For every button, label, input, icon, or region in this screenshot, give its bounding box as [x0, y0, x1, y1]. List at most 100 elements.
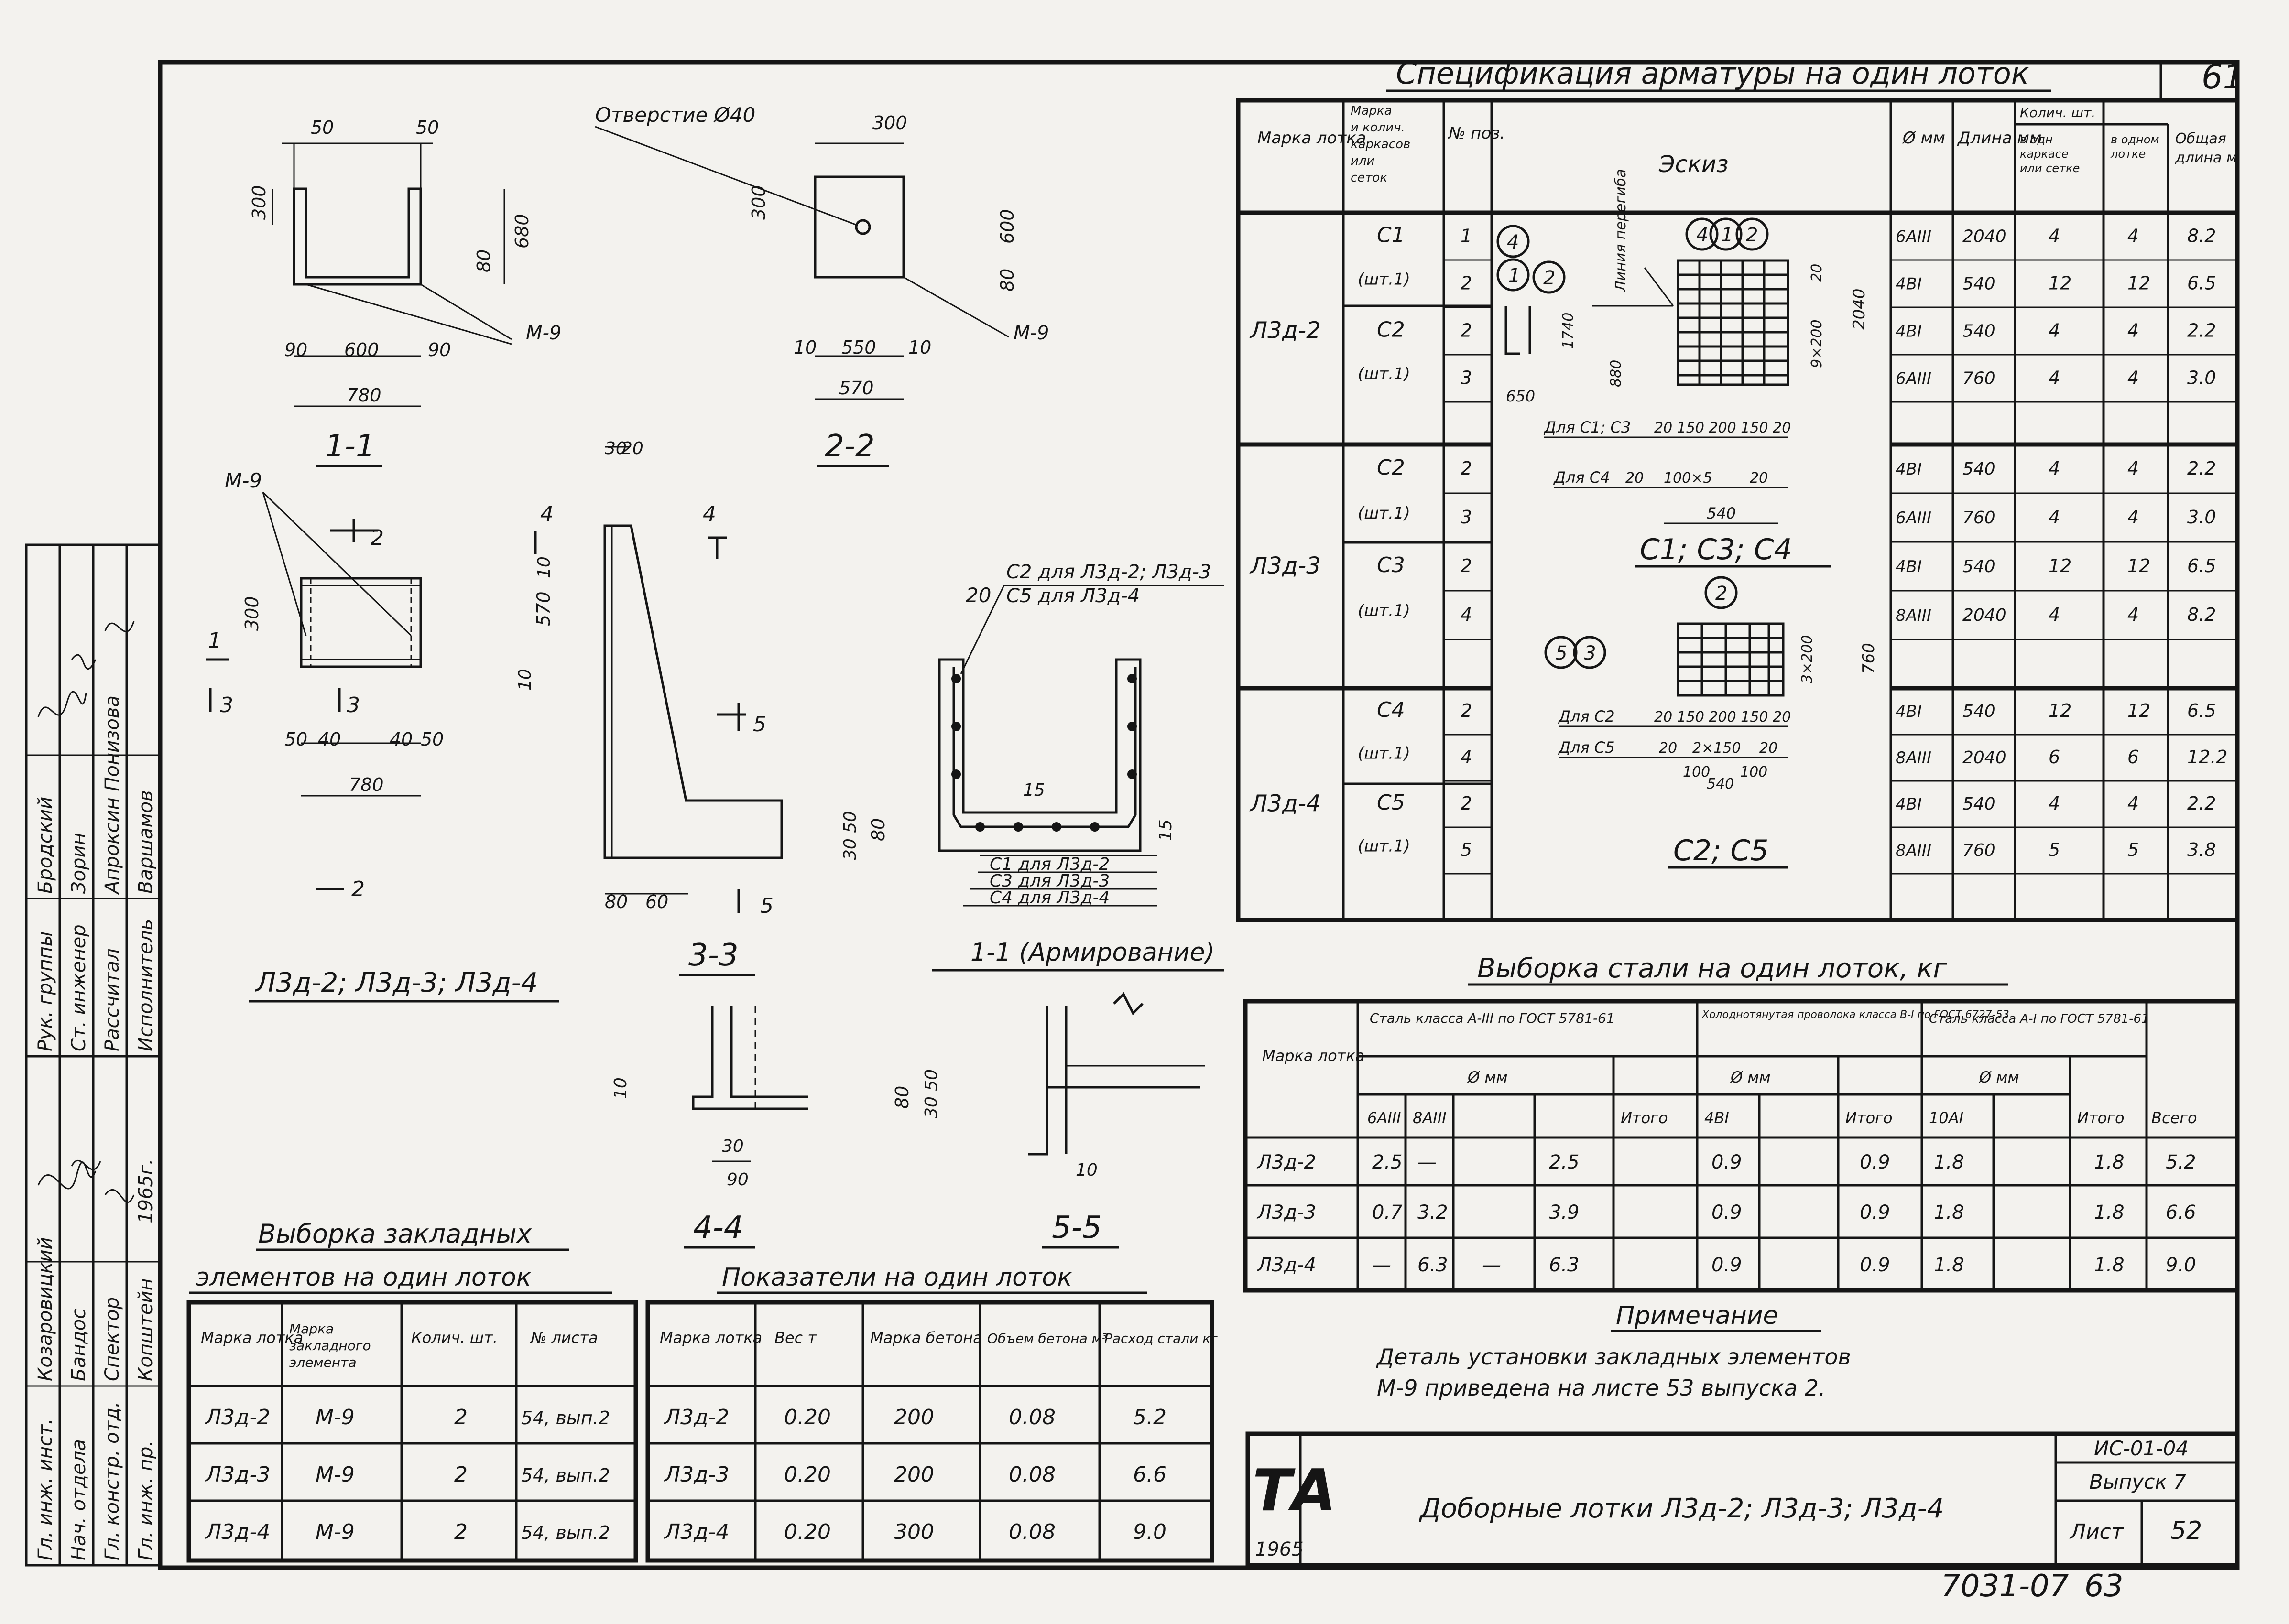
- steel-v6: 0.7: [1372, 1202, 1403, 1223]
- steel-it1: 3.9: [1549, 1202, 1580, 1223]
- spec-pos: 2: [1461, 555, 1472, 576]
- steel-it2: 0.9: [1860, 1254, 1890, 1276]
- ind-steel: 5.2: [1133, 1405, 1166, 1429]
- svg-text:100: 100: [1683, 764, 1710, 780]
- svg-text:300: 300: [249, 185, 270, 220]
- stamp-r2c1: Нач. отдела: [68, 1439, 90, 1560]
- svg-text:и колич.: и колич.: [1351, 120, 1405, 135]
- svg-text:Для С1; С3: Для С1; С3: [1543, 418, 1631, 436]
- section-4-4: 10 30 90 4-4: [611, 1006, 808, 1249]
- svg-text:Линия перегиба: Линия перегиба: [1613, 169, 1629, 292]
- label-5-5: 5-5: [1052, 1210, 1102, 1245]
- spec-len: 760: [1962, 508, 1995, 528]
- svg-text:20 150 200 150 20: 20 150 200 150 20: [1654, 709, 1791, 725]
- svg-text:80: 80: [605, 891, 628, 912]
- svg-text:закладного: закладного: [289, 1338, 371, 1353]
- svg-text:20: 20: [1750, 470, 1768, 487]
- spec-pos: 3: [1461, 507, 1472, 528]
- svg-text:№ поз.: № поз.: [1448, 124, 1505, 143]
- spec-len: 2040: [1962, 227, 2006, 246]
- spec-q1: 4: [2049, 793, 2060, 814]
- svg-text:3: 3: [220, 693, 233, 717]
- svg-text:80: 80: [868, 818, 889, 841]
- svg-text:М-9: М-9: [526, 322, 561, 344]
- svg-text:80: 80: [473, 249, 494, 272]
- spec-len: 540: [1962, 321, 1995, 341]
- svg-text:10: 10: [1076, 1160, 1098, 1180]
- label-1-1: 1-1: [325, 429, 375, 464]
- svg-text:10: 10: [515, 669, 535, 691]
- svg-text:30 50: 30 50: [840, 811, 860, 860]
- emb-mark: Л3д-2: [205, 1405, 270, 1429]
- svg-text:2040: 2040: [1850, 288, 1869, 330]
- spec-q1: 4: [2049, 507, 2060, 528]
- svg-text:600: 600: [997, 209, 1018, 244]
- steel-vx: —: [1482, 1254, 1501, 1276]
- spec-total: 3.0: [2187, 367, 2216, 388]
- svg-text:каркасе: каркасе: [2020, 147, 2069, 161]
- spec-q1: 12: [2049, 555, 2071, 576]
- svg-text:300: 300: [241, 596, 262, 631]
- svg-text:10АI: 10АI: [1929, 1109, 1963, 1127]
- stamp-r3c4: Апроксин Понизова: [101, 695, 123, 895]
- spec-total: 6.5: [2187, 272, 2216, 293]
- svg-text:Марка бетона: Марка бетона: [870, 1329, 982, 1347]
- ind-weight: 0.20: [784, 1405, 831, 1429]
- svg-text:600: 600: [344, 339, 379, 360]
- sketch-c1c3c4: 4 1 2 4 1 2 650 1740 880 Линия перегиба …: [1496, 169, 1869, 568]
- corner-number: 61: [2202, 57, 2244, 97]
- spec-mesh-qty: (шт.1): [1358, 744, 1410, 763]
- svg-text:5: 5: [760, 894, 774, 918]
- stamp-r4c4: Варшамов: [135, 790, 157, 894]
- svg-text:Всего: Всего: [2151, 1109, 2197, 1127]
- svg-text:Колич. шт.: Колич. шт.: [2020, 105, 2095, 120]
- svg-text:550: 550: [841, 337, 876, 358]
- spec-q1: 4: [2049, 367, 2060, 388]
- ind-mark: Л3д-4: [664, 1520, 729, 1544]
- label-2-2: 2-2: [825, 429, 875, 464]
- emb-qty: 2: [454, 1520, 468, 1544]
- spec-dia: 4ВI: [1896, 322, 1922, 341]
- svg-text:9×200: 9×200: [1809, 320, 1825, 368]
- svg-text:780: 780: [349, 774, 384, 795]
- svg-text:30: 30: [722, 1137, 744, 1156]
- svg-text:570: 570: [839, 378, 874, 399]
- svg-text:50: 50: [311, 117, 334, 138]
- svg-text:Холоднотянутая проволока класс: Холоднотянутая проволока класса В-I по Г…: [1701, 1009, 2009, 1021]
- spec-len: 540: [1962, 702, 1995, 721]
- spec-dia: 4ВI: [1896, 557, 1922, 576]
- svg-text:1: 1: [1721, 224, 1733, 246]
- note-line1: Деталь установки закладных элементов: [1376, 1344, 1851, 1370]
- spec-title: Спецификация арматуры на один лоток: [1396, 56, 2029, 91]
- svg-text:4: 4: [540, 502, 554, 526]
- steel-it3: 1.8: [2094, 1151, 2125, 1173]
- svg-text:15: 15: [1023, 780, 1045, 800]
- svg-text:2: 2: [1715, 583, 1727, 605]
- spec-dia: 8АIII: [1896, 841, 1931, 860]
- ind-volume: 0.08: [1009, 1405, 1056, 1429]
- steel-v8: 6.3: [1417, 1254, 1448, 1276]
- emb-sheet: 54, вып.2: [521, 1407, 610, 1429]
- spec-len: 2040: [1962, 606, 2006, 625]
- plan-caption: Л3д-2; Л3д-3; Л3д-4: [255, 967, 538, 998]
- spec-q1: 4: [2049, 225, 2060, 246]
- svg-text:Ø мм: Ø мм: [1467, 1068, 1508, 1086]
- spec-mesh-qty: (шт.1): [1358, 836, 1410, 855]
- spec-total: 12.2: [2187, 747, 2228, 768]
- section-2-2: Отверстие Ø40 300 300 600 80 М-9 10 550 …: [595, 103, 1049, 467]
- svg-text:50: 50: [421, 729, 444, 750]
- spec-dia: 8АIII: [1896, 748, 1931, 768]
- svg-text:10: 10: [534, 556, 554, 578]
- svg-text:Ø мм: Ø мм: [1730, 1068, 1771, 1086]
- stamp-r2c3: Ст. инженер: [68, 924, 90, 1051]
- svg-text:Объем бетона м³: Объем бетона м³: [987, 1331, 1107, 1346]
- spec-mesh: С3: [1377, 553, 1405, 577]
- steel-title: Выборка стали на один лоток, кг: [1477, 953, 1947, 984]
- svg-text:сеток: сеток: [1351, 171, 1387, 185]
- spec-mesh: С5: [1377, 790, 1405, 815]
- svg-text:760: 760: [1859, 643, 1878, 674]
- svg-text:2×150: 2×150: [1692, 740, 1741, 757]
- bottom-page: 63: [2084, 1569, 2123, 1604]
- svg-text:100×5: 100×5: [1664, 470, 1712, 487]
- svg-text:30 50: 30 50: [922, 1069, 941, 1118]
